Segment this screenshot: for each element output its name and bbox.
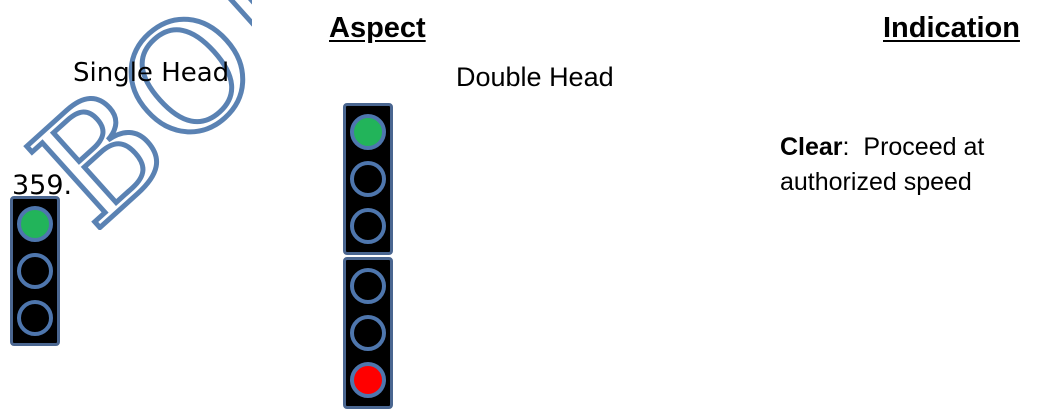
lamp-green	[350, 113, 386, 150]
lamp-green	[17, 206, 53, 243]
lamp-dark	[350, 267, 386, 304]
double-head-upper-signal	[343, 103, 393, 255]
indication-description-1: Proceed at	[863, 133, 985, 161]
double-head-lower-signal	[343, 257, 393, 409]
aspect-heading: Aspect	[329, 12, 426, 44]
single-head-label: Single Head	[73, 58, 230, 88]
indication-name: Clear	[780, 133, 843, 161]
single-head-signal	[10, 196, 60, 346]
indication-line-2: authorized speed	[780, 165, 984, 200]
double-head-label: Double Head	[456, 62, 614, 92]
lamp-dark	[350, 160, 386, 197]
lamp-dark	[350, 208, 386, 245]
indication-text: Clear: Proceed at authorized speed	[780, 130, 984, 200]
lamp-dark	[17, 299, 53, 336]
lamp-dark	[17, 252, 53, 289]
indication-line-1: Clear: Proceed at	[780, 130, 984, 165]
lamp-dark	[350, 314, 386, 351]
indication-description-2: authorized speed	[780, 168, 972, 196]
indication-heading: Indication	[883, 12, 1020, 44]
indication-separator: :	[842, 133, 864, 161]
lamp-red	[350, 362, 386, 399]
rule-number: 359.	[12, 170, 73, 201]
